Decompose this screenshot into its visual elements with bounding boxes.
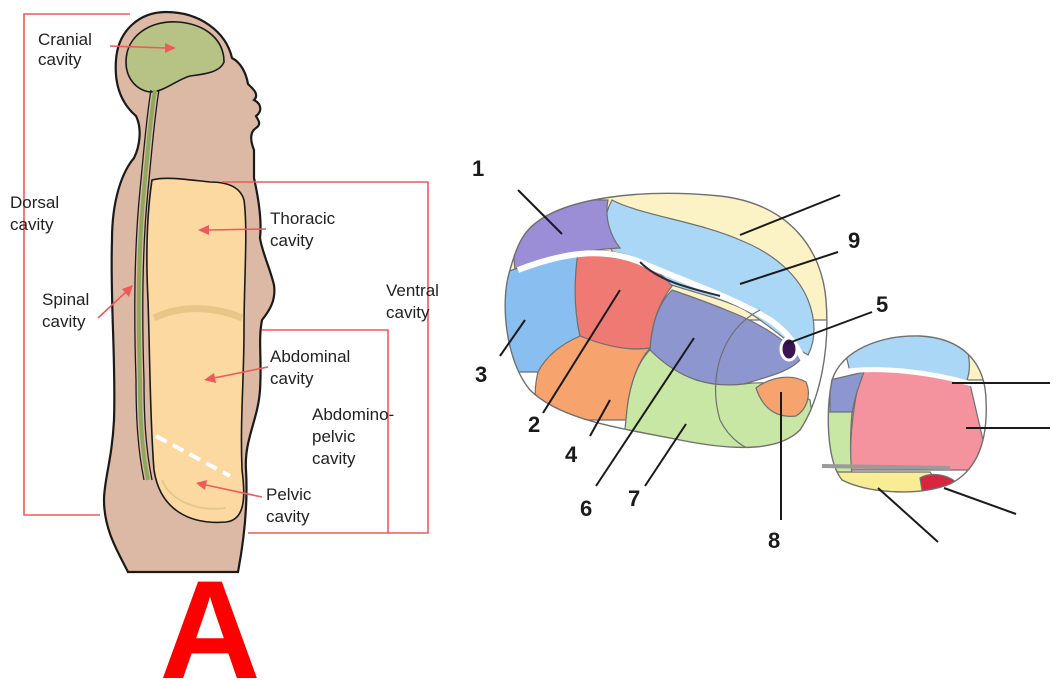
- number-3: 3: [475, 362, 487, 387]
- label-abdominopelvic-cavity: Abdomino- pelvic cavity: [312, 405, 399, 468]
- small-base-line: [822, 466, 950, 468]
- label-dorsal-cavity: Dorsal cavity: [10, 193, 64, 234]
- number-2: 2: [528, 412, 540, 437]
- label-cranial-cavity: Cranial cavity: [38, 30, 97, 69]
- number-6: 6: [580, 496, 592, 521]
- number-1: 1: [472, 156, 484, 181]
- number-4: 4: [565, 442, 578, 467]
- number-7: 7: [628, 486, 640, 511]
- embryo-diagram: 1 2 3 4 5 6 7 8 9: [472, 156, 1050, 553]
- number-8: 8: [768, 528, 780, 553]
- human-body-diagram: Cranial cavity Dorsal cavity Thoracic ca…: [10, 12, 444, 680]
- small-yellow: [830, 472, 935, 500]
- label-spinal-cavity: Spinal cavity: [42, 290, 94, 331]
- label-ventral-cavity: Ventral cavity: [386, 281, 444, 322]
- number-9: 9: [848, 228, 860, 253]
- label-abdominal-cavity: Abdominal cavity: [270, 347, 355, 388]
- panel-letter-a: A: [159, 551, 260, 680]
- number-5: 5: [876, 292, 888, 317]
- label-pelvic-cavity: Pelvic cavity: [266, 485, 316, 526]
- label-thoracic-cavity: Thoracic cavity: [270, 209, 340, 250]
